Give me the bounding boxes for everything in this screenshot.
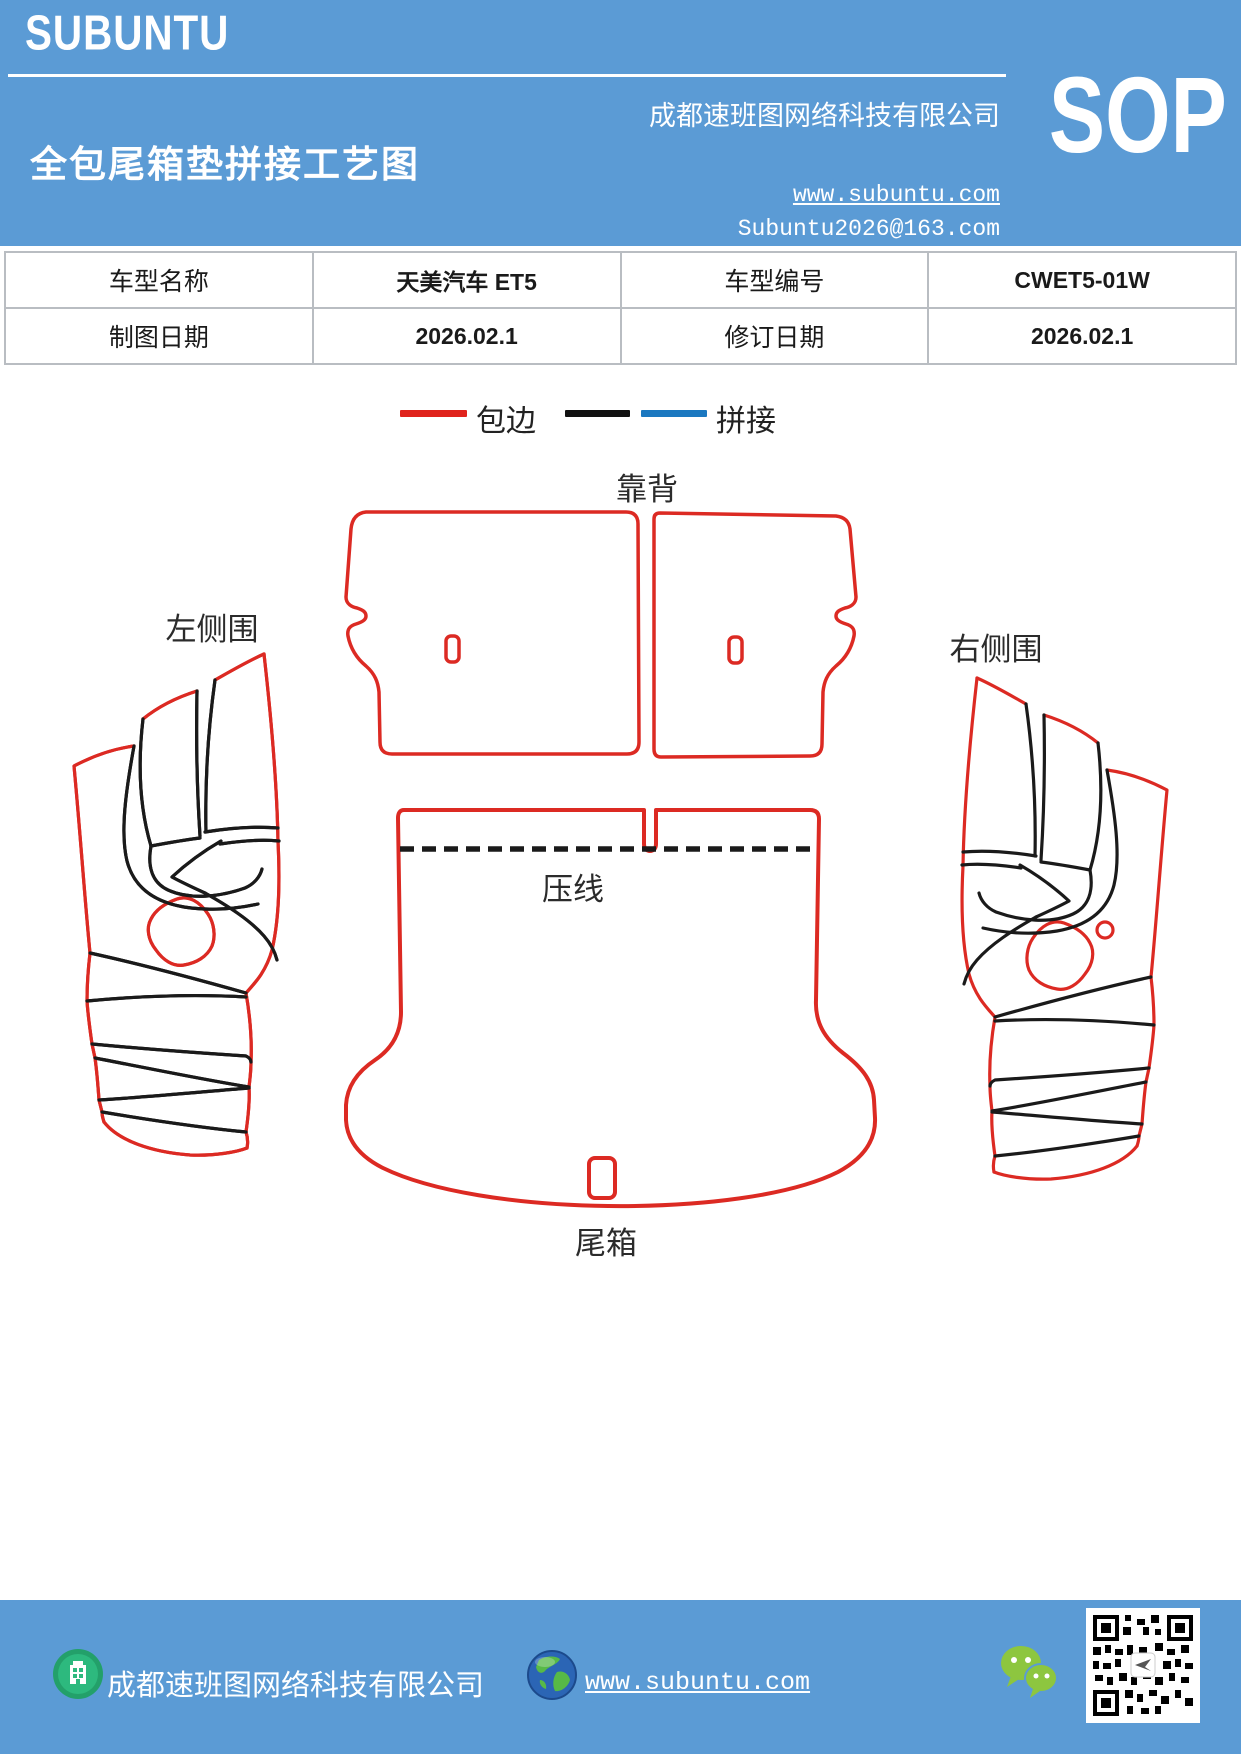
vehicle-info-table: 车型名称 天美汽车 ET5 车型编号 CWET5-01W 制图日期 2026.0…: [4, 251, 1237, 365]
splice-blue-line-swatch: [641, 410, 707, 417]
right-panel-small-hole: [1095, 920, 1115, 940]
right-side-label: 右侧围: [950, 632, 1043, 667]
draw-date-label: 制图日期: [4, 307, 314, 365]
model-code-label: 车型编号: [619, 251, 930, 309]
model-name-value: 天美汽车 ET5: [311, 251, 622, 309]
footer-company-name: 成都速班图网络科技有限公司: [107, 1670, 485, 1702]
header-divider-line: [8, 74, 1006, 77]
header-email: Subuntu2026@163.com: [737, 216, 1000, 242]
trunk-label: 尾箱: [575, 1226, 637, 1261]
header-company-name: 成都速班图网络科技有限公司: [649, 101, 1000, 131]
backrest-left-piece: [344, 510, 641, 756]
table-row: 车型名称 天美汽车 ET5 车型编号 CWET5-01W: [4, 251, 1237, 309]
page-title: 全包尾箱垫拼接工艺图: [30, 145, 420, 186]
globe-icon: [527, 1650, 577, 1705]
splice-black-line-swatch: [565, 410, 630, 417]
backrest-label: 靠背: [616, 472, 678, 507]
revise-date-label: 修订日期: [619, 307, 930, 365]
headrest-slot: [727, 635, 744, 665]
model-code-value: CWET5-01W: [927, 251, 1237, 309]
trunk-piece: [344, 808, 878, 1209]
right-side-panel: [960, 676, 1169, 1181]
backrest-right-piece: [652, 511, 858, 759]
footer-website-link[interactable]: www.subuntu.com: [585, 1668, 811, 1697]
wechat-icon: [997, 1643, 1061, 1706]
building-icon: [52, 1648, 104, 1705]
draw-date-value: 2026.02.1: [311, 307, 622, 365]
sop-badge: SOP: [1048, 54, 1227, 175]
qr-code: [1086, 1608, 1200, 1723]
crease-label: 压线: [542, 872, 604, 907]
header-website-link[interactable]: www.subuntu.com: [792, 182, 1000, 208]
legend: 包边 拼接: [0, 396, 1241, 438]
revise-date-value: 2026.02.1: [927, 307, 1237, 365]
left-side-panel: [72, 652, 281, 1157]
header-band: SUBUNTU 成都速班图网络科技有限公司 SOP 全包尾箱垫拼接工艺图 www…: [0, 0, 1241, 246]
brand-logo: SUBUNTU: [25, 6, 230, 61]
left-side-label: 左侧围: [166, 612, 259, 647]
model-name-label: 车型名称: [4, 251, 314, 309]
trunk-slot: [587, 1156, 617, 1200]
edge-legend-label: 包边: [476, 405, 536, 438]
edge-line-swatch: [400, 410, 467, 417]
pattern-diagram: 靠背 左侧围 右侧围 压线 尾箱: [72, 472, 1169, 1261]
splice-legend-label: 拼接: [716, 405, 776, 438]
headrest-slot: [444, 634, 461, 664]
table-row: 制图日期 2026.02.1 修订日期 2026.02.1: [4, 307, 1237, 365]
